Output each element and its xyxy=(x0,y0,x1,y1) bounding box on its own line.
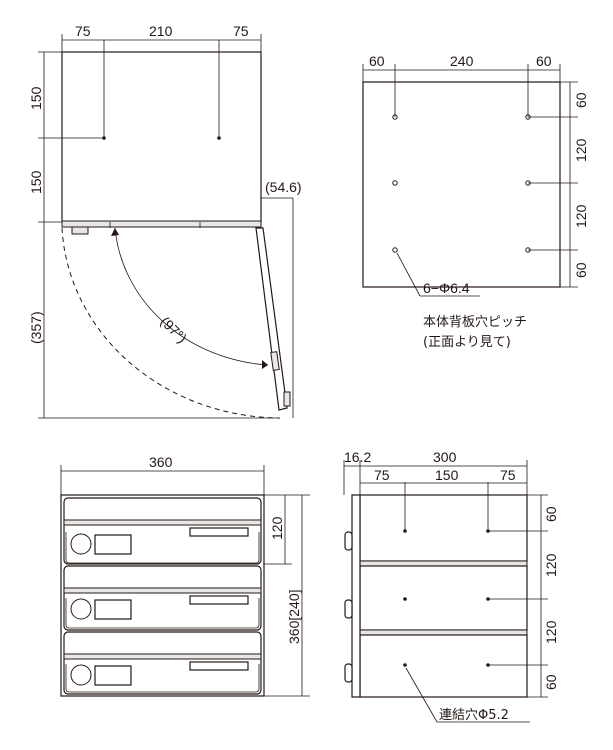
stack-dim-right-1: 60 xyxy=(543,506,559,522)
back-mount-hole xyxy=(392,247,398,253)
front-dim-total-height: 360[240] xyxy=(286,590,302,645)
open-door xyxy=(255,227,288,411)
mailbox-unit xyxy=(63,565,262,631)
stack-dim-offset: 16.2 xyxy=(344,449,371,465)
side-view-bottom-rail xyxy=(61,220,262,228)
dial-lock-icon xyxy=(70,533,92,555)
back-panel xyxy=(362,81,561,288)
stack-dim-right-3: 120 xyxy=(543,620,559,644)
name-plate xyxy=(94,534,132,555)
dim-top-mid: 210 xyxy=(149,23,173,39)
side-view-body xyxy=(61,51,262,223)
front-dim-unit-height: 120 xyxy=(269,516,285,540)
stack-hole xyxy=(403,663,407,667)
stack-dim-right-2: 120 xyxy=(543,553,559,577)
dial-lock-icon xyxy=(70,598,92,620)
dim-top-left: 75 xyxy=(75,23,91,39)
mailbox-unit xyxy=(63,631,262,695)
back-dim-right-3: 120 xyxy=(573,204,589,228)
door-hinge xyxy=(283,391,291,407)
stack-dim-width: 300 xyxy=(433,449,457,465)
angle-label: (97°) xyxy=(157,313,190,346)
back-dim-top-right: 60 xyxy=(536,53,552,69)
stack-module xyxy=(359,494,528,562)
stack-handle xyxy=(344,531,353,551)
stack-dim-top-mid: 150 xyxy=(435,467,459,483)
hole-callout: 6−Φ6.4 xyxy=(423,280,470,296)
back-view: 60 240 60 60 120 120 60 6−Φ6.4 本体背板穴ピッチ … xyxy=(362,53,589,350)
side-view-latch xyxy=(71,226,89,235)
back-dim-right-4: 60 xyxy=(573,262,589,278)
stack-handle xyxy=(344,599,353,619)
stack-hole-callout: 連結穴Φ5.2 xyxy=(439,708,509,723)
stack-handle xyxy=(344,663,353,683)
stack-front-edge xyxy=(351,494,361,698)
dim-left-lower: 150 xyxy=(28,170,44,194)
dim-left-open: (357) xyxy=(28,311,44,344)
stack-dim-right-4: 60 xyxy=(543,674,559,690)
dim-left-upper: 150 xyxy=(28,86,44,110)
back-dim-right-1: 60 xyxy=(573,92,589,108)
dim-open-offset: (54.6) xyxy=(265,179,302,195)
back-dim-top-left: 60 xyxy=(369,53,385,69)
dial-lock-icon xyxy=(70,664,92,686)
back-dim-right-2: 120 xyxy=(573,138,589,162)
name-plate xyxy=(94,665,132,686)
dim-top-right: 75 xyxy=(233,23,249,39)
door-handle xyxy=(270,351,280,371)
stack-hole xyxy=(403,597,407,601)
front-dim-width: 360 xyxy=(149,454,173,470)
stack-dim-top-right: 75 xyxy=(500,467,516,483)
stack-module xyxy=(359,634,528,698)
side-view: (97°) 75 210 75 150 150 (357) (54.6) xyxy=(28,23,302,419)
door-swing-arc xyxy=(61,227,281,419)
back-mount-hole xyxy=(392,180,398,186)
stack-side-view: 16.2 300 75 150 75 60 120 120 60 連結穴Φ5.2 xyxy=(343,449,559,723)
stack-module xyxy=(359,565,528,631)
note-line-2: (正面より見て) xyxy=(423,335,511,350)
front-view: 360 120 360[240] xyxy=(60,454,310,697)
back-dim-top-mid: 240 xyxy=(450,53,474,69)
name-plate xyxy=(94,599,132,620)
door-angle-arc xyxy=(114,227,269,366)
note-line-1: 本体背板穴ピッチ xyxy=(423,315,527,330)
stack-dim-top-left: 75 xyxy=(374,467,390,483)
mailbox-unit xyxy=(63,497,262,565)
